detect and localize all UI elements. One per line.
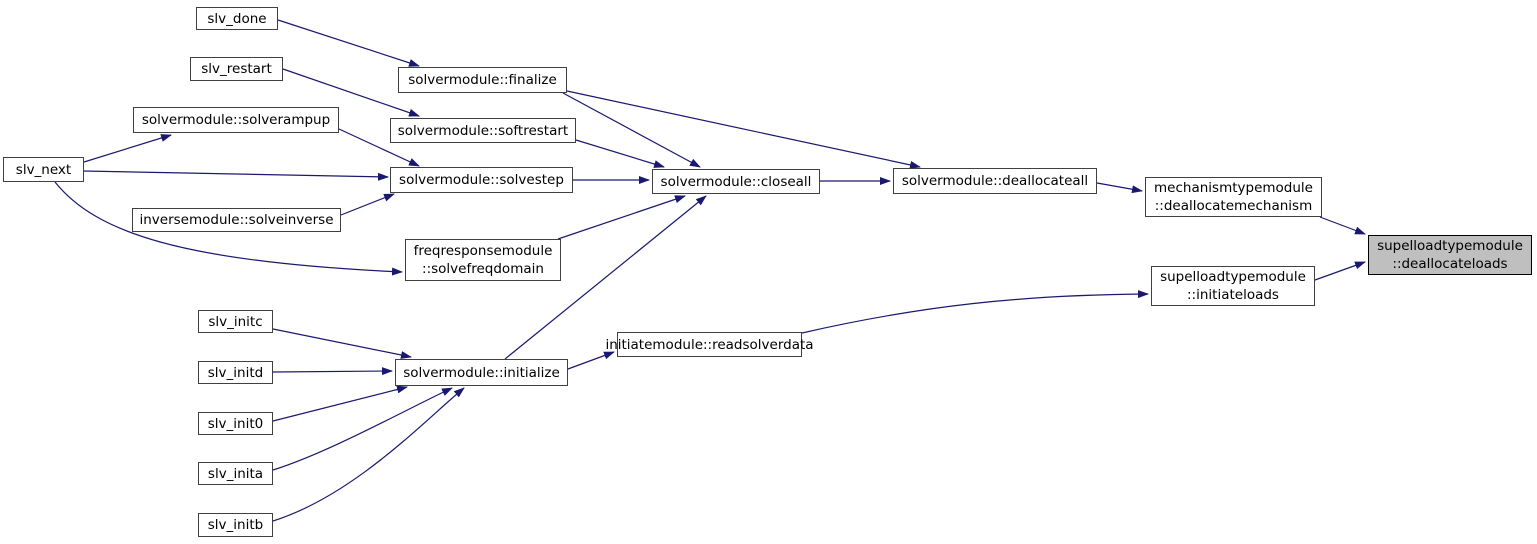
- edge-slv_init0-initialize: [272, 385, 408, 422]
- edge-finalize-closeall: [562, 92, 701, 168]
- edge-deallocatemechanism-deallocateloads: [1319, 216, 1366, 235]
- edge-slv_next-solvefreqdomain: [54, 181, 403, 276]
- node-slv_restart[interactable]: slv_restart: [190, 57, 283, 81]
- node-slv_init0[interactable]: slv_init0: [198, 412, 273, 435]
- node-softrestart[interactable]: solvermodule::softrestart: [390, 118, 576, 143]
- node-slv_initc[interactable]: slv_initc: [198, 310, 273, 333]
- node-solverampup[interactable]: solvermodule::solverampup: [133, 107, 339, 133]
- node-deallocatemechanism[interactable]: mechanismtypemodule ::deallocatemechanis…: [1145, 177, 1322, 217]
- edge-readsolverdata-initiateloads: [801, 290, 1149, 334]
- node-finalize[interactable]: solvermodule::finalize: [398, 67, 567, 93]
- node-slv_initd[interactable]: slv_initd: [198, 361, 273, 384]
- node-readsolverdata[interactable]: initiatemodule::readsolverdata: [605, 332, 814, 357]
- node-deallocateall[interactable]: solvermodule::deallocateall: [893, 168, 1097, 194]
- edge-solvefreqdomain-closeall: [557, 195, 686, 240]
- node-solvestep[interactable]: solvermodule::solvestep: [390, 167, 573, 193]
- edge-finalize-deallocateall: [566, 90, 921, 169]
- edge-initialize-readsolverdata: [567, 351, 615, 370]
- edge-slv_inita-initialize: [272, 387, 453, 471]
- edge-slv_initb-initialize: [272, 387, 465, 522]
- edge-slv_initd-initialize: [272, 367, 393, 376]
- edge-slv_restart-softrestart: [282, 68, 420, 117]
- node-initiateloads[interactable]: supelloadtypemodule ::initiateloads: [1151, 266, 1315, 306]
- edge-slv_next-solvestep: [82, 170, 389, 181]
- node-initialize[interactable]: solvermodule::initialize: [395, 359, 568, 386]
- node-deallocateloads: supelloadtypemodule ::deallocateloads: [1368, 235, 1532, 275]
- node-slv_done[interactable]: slv_done: [196, 7, 278, 30]
- edge-initialize-closeall: [504, 195, 707, 360]
- edge-deallocateall-deallocatemechanism: [1096, 182, 1143, 194]
- node-solvefreqdomain[interactable]: freqresponsemodule ::solvefreqdomain: [405, 239, 561, 281]
- edge-softrestart-closeall: [575, 139, 665, 168]
- node-slv_next[interactable]: slv_next: [3, 157, 84, 182]
- node-closeall[interactable]: solvermodule::closeall: [652, 169, 820, 194]
- edge-slv_initc-initialize: [272, 328, 412, 359]
- node-solveinverse[interactable]: inversemodule::solveinverse: [132, 208, 341, 232]
- node-slv_initb[interactable]: slv_initb: [198, 513, 273, 537]
- edge-slv_next-solverampup: [83, 134, 172, 163]
- node-slv_inita[interactable]: slv_inita: [198, 462, 273, 485]
- edge-solveinverse-solvestep: [340, 193, 395, 216]
- edge-initiateloads-deallocateloads: [1314, 261, 1366, 281]
- edge-solverampup-solvestep: [338, 128, 420, 167]
- edge-slv_done-finalize: [277, 19, 420, 67]
